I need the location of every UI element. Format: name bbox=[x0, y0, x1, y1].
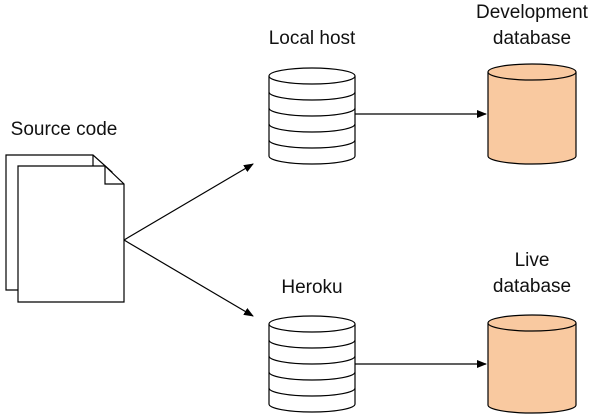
development-database-label-line1: Development bbox=[476, 2, 589, 23]
arrow-source-to-localhost bbox=[123, 163, 254, 241]
development-database-icon bbox=[487, 63, 577, 165]
source-code-document-icon bbox=[5, 154, 125, 303]
development-database-label-line2: database bbox=[493, 28, 571, 49]
live-database-label-line2: database bbox=[493, 276, 571, 297]
heroku-server-icon bbox=[268, 315, 356, 413]
arrows-servers-to-databases bbox=[355, 110, 487, 368]
source-code-label: Source code bbox=[11, 119, 118, 140]
arrows-source-to-servers bbox=[123, 163, 254, 317]
live-database-label-line1: Live bbox=[515, 250, 550, 271]
heroku-label: Heroku bbox=[281, 277, 342, 298]
arrow-source-to-heroku bbox=[123, 239, 254, 317]
local-host-server-icon bbox=[268, 67, 356, 165]
live-database-icon bbox=[487, 314, 577, 414]
local-host-label: Local host bbox=[269, 28, 356, 49]
